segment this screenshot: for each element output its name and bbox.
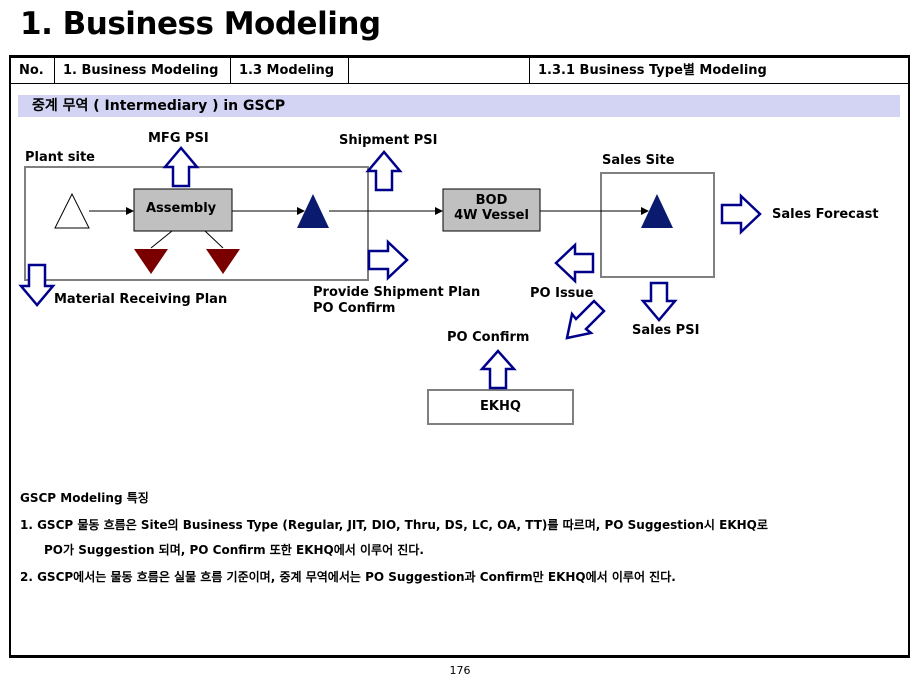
notes-item-2: 2. GSCP에서는 물동 흐름은 실물 흐름 기준이며, 중계 무역에서는 P… [20,570,676,584]
page-number: 176 [449,664,471,677]
sales-site-box [600,172,715,278]
po-confirm-up-arrow [479,349,517,390]
assembly-branch-right [204,230,224,249]
plant-product-triangle [297,194,329,228]
sales-forecast-label: Sales Forecast [772,207,879,222]
output-triangle-right [206,249,240,274]
shipment-psi-label: Shipment PSI [339,133,438,148]
assembly-branch-left [150,230,173,249]
bod-box [442,188,541,232]
po-issue-label: PO Issue [530,286,594,301]
header-no: No. [11,58,55,84]
bod-label: BOD 4W Vessel [443,193,540,223]
provide-plan-line2: PO Confirm [313,301,396,316]
provide-plan-line1: Provide Shipment Plan [313,285,481,300]
sales-psi-down-arrow [640,281,678,322]
ekhq-label: EKHQ [480,399,521,414]
po-issue-diagonal-arrow [565,299,606,340]
mfg-psi-up-arrow [162,146,200,188]
page-title: 1. Business Modeling [20,6,381,42]
sales-product-triangle [641,194,673,228]
notes-heading: GSCP Modeling 특징 [20,491,149,505]
material-plan-down-arrow [18,263,56,307]
header-empty-cell [349,58,530,84]
sales-site-label: Sales Site [602,153,675,168]
content-frame: No. 1. Business Modeling 1.3 Modeling 1.… [9,55,910,658]
plant-site-label: Plant site [25,150,95,165]
header-topic: 1.3.1 Business Type별 Modeling [530,58,908,84]
provide-plan-label: Provide Shipment Plan PO Confirm [313,285,480,317]
notes-item-1: 1. GSCP 물동 흐름은 Site의 Business Type (Regu… [20,518,768,532]
provide-plan-right-arrow [367,239,409,281]
assembly-label: Assembly [146,201,217,216]
assembly-box [133,188,233,232]
sales-forecast-right-arrow [720,193,762,235]
notes-item-1-continued: PO가 Suggestion 되며, PO Confirm 또한 EKHQ에서 … [44,543,424,557]
po-confirm-label: PO Confirm [447,330,530,345]
po-issue-left-arrow [554,242,595,284]
output-triangle-left [134,249,168,274]
shipment-psi-up-arrow [365,150,403,192]
header-section: 1. Business Modeling [55,58,231,84]
bod-label-line2: 4W Vessel [454,208,529,223]
subtitle-bar: 중계 무역 ( Intermediary ) in GSCP [18,95,900,117]
raw-material-triangle [54,192,90,229]
ekhq-box [427,389,574,425]
material-plan-label: Material Receiving Plan [54,292,228,307]
bod-label-line1: BOD [475,193,508,208]
header-subsection: 1.3 Modeling [231,58,349,84]
sales-psi-label: Sales PSI [632,323,700,338]
mfg-psi-label: MFG PSI [148,131,209,146]
